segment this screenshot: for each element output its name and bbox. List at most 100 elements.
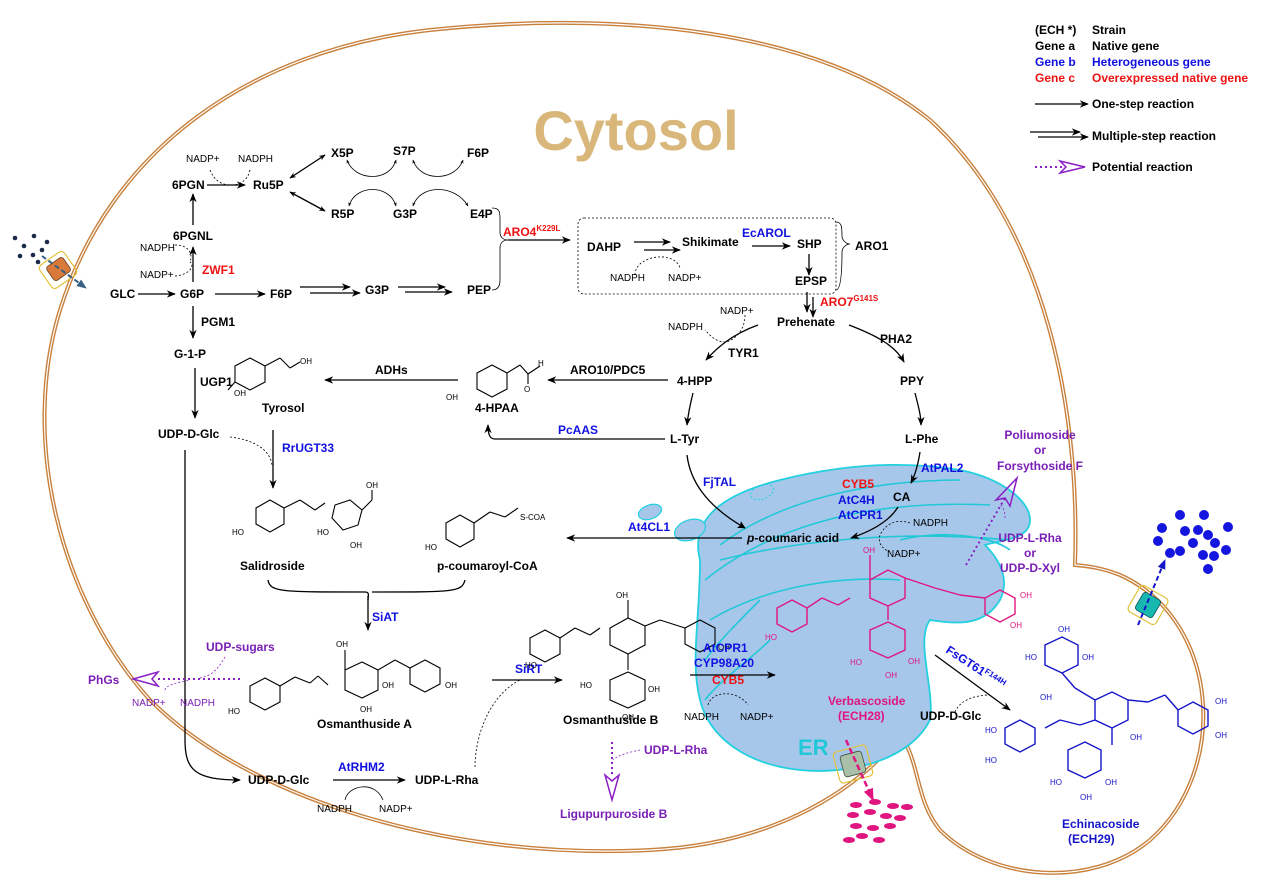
- metabolite-pep: PEP: [467, 283, 491, 297]
- potential-product-phgs: PhGs: [88, 673, 120, 687]
- potential-phgs: PhGs UDP-sugars NADP+ NADPH: [88, 640, 275, 709]
- svg-text:NADPH: NADPH: [684, 712, 719, 723]
- svg-text:OH: OH: [366, 481, 378, 490]
- gene-pha2: PHA2: [880, 332, 912, 346]
- gene-fjtal: FjTAL: [703, 475, 736, 489]
- legend-one-step: One-step reaction: [1035, 97, 1194, 111]
- vesicle: [749, 483, 775, 501]
- svg-text:NADPH: NADPH: [668, 322, 703, 333]
- echinacoside-transporter: [1127, 510, 1233, 626]
- verbascoside-transporter: [832, 739, 913, 843]
- 4-hpaa-structure: H O OH 4-HPAA: [446, 359, 544, 415]
- gene-aro7: ARO7G141S: [820, 294, 879, 309]
- verbascoside-structure: OH HO OH OH HO OH OH Verbascoside (ECH28…: [765, 546, 1032, 723]
- gene-tyr1: TYR1: [728, 346, 759, 360]
- svg-text:OH: OH: [336, 640, 348, 649]
- svg-text:NADPH: NADPH: [180, 698, 215, 709]
- svg-text:NADP+: NADP+: [186, 154, 220, 165]
- gene-siat: SiAT: [372, 610, 399, 624]
- gene-ugp1: UGP1: [200, 375, 233, 389]
- er-label: ER: [798, 735, 829, 760]
- gene-rrugt33: RrUGT33: [282, 441, 334, 455]
- metabolite-salidroside: Salidroside: [240, 559, 305, 573]
- cell-membrane: [42, 20, 1206, 875]
- osmanthuside-a-structure: OH HO OH OH OH Osmanthuside A: [228, 640, 457, 731]
- echinacoside-structure: OH HO OH OH OH OH HO HO OH HO OH OH Echi…: [985, 625, 1227, 846]
- metabolite-udp-glc-fsgt: UDP-D-Glc: [920, 709, 982, 723]
- gene-cyb5-cyp98: CYB5: [712, 673, 744, 687]
- metabolite-f6p: F6P: [270, 287, 292, 301]
- udp-rhamnose-branch: UDP-D-Glc AtRHM2 NADPH NADP+ UDP-L-Rha: [184, 450, 479, 815]
- gene-pcaas: PcAAS: [558, 423, 598, 437]
- svg-text:OH: OH: [382, 681, 394, 690]
- metabolite-ru5p: Ru5P: [253, 178, 284, 192]
- svg-text:OH: OH: [1082, 653, 1094, 662]
- gene-pgm1: PGM1: [201, 315, 235, 329]
- svg-text:HO: HO: [985, 756, 997, 765]
- gene-aro4: ARO4K229L: [503, 224, 560, 239]
- svg-text:HO: HO: [232, 528, 244, 537]
- svg-text:NADP+: NADP+: [720, 306, 754, 317]
- svg-text:Native gene: Native gene: [1092, 39, 1160, 53]
- svg-text:OH: OH: [622, 713, 634, 722]
- svg-text:NADPH: NADPH: [610, 273, 645, 284]
- verbascoside-molecules-icon: [843, 799, 913, 843]
- svg-text:NADPH: NADPH: [238, 154, 273, 165]
- metabolite-dahp: DAHP: [587, 240, 621, 254]
- svg-text:OH: OH: [1130, 733, 1142, 742]
- svg-text:NADP+: NADP+: [132, 698, 166, 709]
- metabolite-l-phe: L-Phe: [905, 432, 939, 446]
- metabolite-4hpp: 4-HPP: [677, 374, 712, 388]
- metabolite-udp-glc-rhm: UDP-D-Glc: [248, 773, 310, 787]
- glycolysis-ppp: GLC G6P F6P G3P PEP NADPH NADP+ ZWF1 6PG…: [110, 144, 571, 441]
- svg-text:Multiple-step reaction: Multiple-step reaction: [1092, 129, 1216, 143]
- gene-atc4h: AtC4H: [838, 493, 875, 507]
- metabolite-e4p: E4P: [470, 207, 493, 221]
- gene-atpal2: AtPAL2: [921, 461, 964, 475]
- svg-text:Gene b: Gene b: [1035, 55, 1076, 69]
- svg-text:HO: HO: [1050, 778, 1062, 787]
- vesicle: [673, 518, 707, 542]
- metabolite-tyrosol: Tyrosol: [262, 401, 304, 415]
- cofactor-nadp: NADP+: [140, 270, 174, 281]
- svg-text:OH: OH: [1040, 693, 1052, 702]
- svg-text:OH: OH: [863, 546, 875, 555]
- svg-text:OH: OH: [908, 657, 920, 666]
- gene-atcpr1-cyp98: AtCPR1: [703, 641, 748, 655]
- metabolite-6pgnl: 6PGNL: [173, 229, 213, 243]
- svg-text:HO: HO: [580, 681, 592, 690]
- svg-text:(ECH *): (ECH *): [1035, 23, 1076, 37]
- svg-text:OH: OH: [445, 681, 457, 690]
- potential-ligupurpuroside: UDP-L-Rha Ligupurpuroside B: [560, 742, 708, 821]
- svg-text:HO: HO: [317, 528, 329, 537]
- svg-text:NADP+: NADP+: [668, 273, 702, 284]
- legend-row-native: Gene a Native gene: [1035, 39, 1160, 53]
- metabolite-osmanthuside-b: Osmanthuside B: [563, 713, 659, 727]
- aromatic-amino-acid-branch: NADP+ NADPH TYR1 4-HPP PHA2 PPY L-Tyr L-…: [324, 306, 964, 560]
- potential-udp-rha-2: UDP-L-Rha: [998, 531, 1062, 545]
- metabolite-r5p: R5P: [331, 207, 354, 221]
- svg-text:OH: OH: [1080, 793, 1092, 802]
- potential-poliumoside: Poliumoside or Forsythoside F UDP-L-Rha …: [965, 428, 1083, 575]
- metabolite-x5p: X5P: [331, 146, 354, 160]
- metabolite-g3p: G3P: [365, 283, 389, 297]
- endoplasmic-reticulum: ER: [637, 463, 1031, 772]
- cofactor-nadph: NADPH: [140, 243, 175, 254]
- svg-text:NADPH: NADPH: [913, 518, 948, 529]
- metabolite-shp: SHP: [797, 237, 822, 251]
- gene-zwf1: ZWF1: [202, 263, 235, 277]
- metabolite-4-hpaa: 4-HPAA: [475, 401, 519, 415]
- gene-sirt: SiRT: [515, 662, 543, 676]
- metabolite-shikimate: Shikimate: [682, 235, 739, 249]
- metabolite-verbascoside: Verbascoside: [828, 694, 906, 708]
- svg-text:HO: HO: [850, 658, 862, 667]
- metabolite-ppy: PPY: [900, 374, 924, 388]
- metabolite-6pgn: 6PGN: [172, 178, 205, 192]
- metabolite-p-coumaroyl-coa: p-coumaroyl-CoA: [437, 559, 538, 573]
- metabolite-echinacoside: Echinacoside: [1062, 817, 1140, 831]
- glucose-molecules-icon: [12, 233, 50, 265]
- svg-text:OH: OH: [300, 357, 312, 366]
- legend-row-strain: (ECH *) Strain: [1035, 23, 1126, 37]
- svg-text:Heterogeneous gene: Heterogeneous gene: [1092, 55, 1211, 69]
- svg-text:Overexpressed native gene: Overexpressed native gene: [1092, 71, 1248, 85]
